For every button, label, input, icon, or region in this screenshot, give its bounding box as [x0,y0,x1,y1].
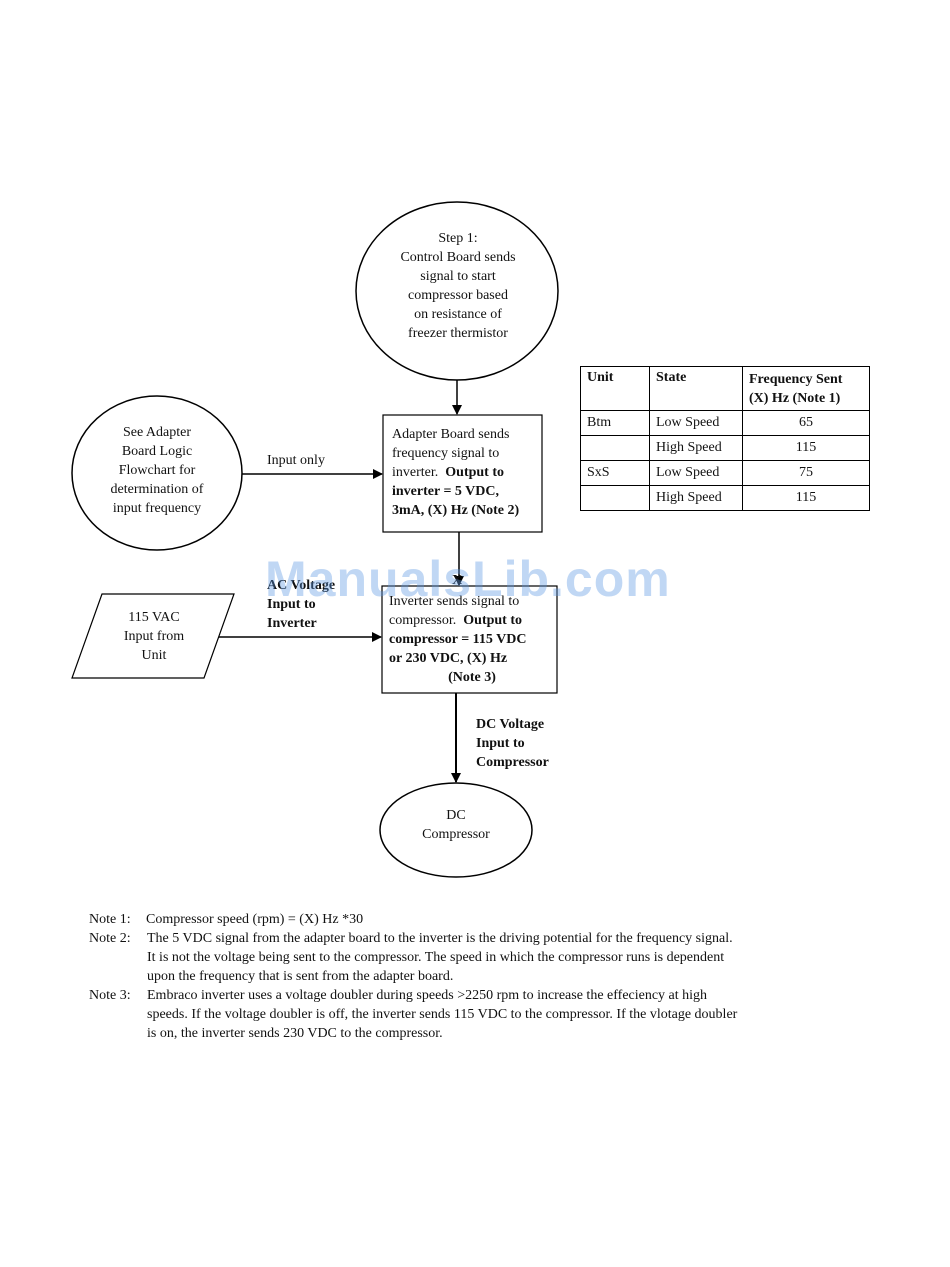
table-row: High Speed 115 [580,485,870,511]
edge-label-input-only: Input only [267,453,325,468]
note-line: The 5 VDC signal from the adapter board … [147,931,733,946]
watermark[interactable]: ManualsLib.com [265,551,671,607]
note-line: is on, the inverter sends 230 VDC to the… [147,1026,443,1041]
adapter-board-text: Adapter Board sends frequency signal to … [392,427,520,518]
edge-label-dc-voltage: DC Voltage Input to Compressor [476,717,549,770]
note-3: Note 3: Embraco inverter uses a voltage … [89,986,737,1043]
notes-section: Note 1: Compressor speed (rpm) = (X) Hz … [89,910,737,1043]
cell-state: High Speed [649,485,743,511]
cell-unit: Btm [580,410,650,436]
frequency-table: Unit State Frequency Sent (X) Hz (Note 1… [580,366,870,511]
cell-state: High Speed [649,435,743,461]
note-line: Embraco inverter uses a voltage doubler … [147,988,708,1003]
note-label: Note 1: [89,912,131,927]
note-2: Note 2: The 5 VDC signal from the adapte… [89,929,737,986]
header-frequency: Frequency Sent (X) Hz (Note 1) [742,366,870,411]
note-label: Note 2: [89,931,131,946]
cell-unit [580,435,650,461]
input-115-text: 115 VAC Input from Unit [123,610,185,663]
cell-frequency: 115 [742,485,870,511]
step1-text: Step 1: Control Board sends signal to st… [400,231,516,341]
note-line: upon the frequency that is sent from the… [147,969,454,984]
note-line: It is not the voltage being sent to the … [147,950,725,965]
table-row: SxS Low Speed 75 [580,460,870,486]
adapter-logic-text: See Adapter Board Logic Flowchart for de… [110,425,204,516]
input-115-parallelogram [71,593,235,679]
inverter-box [381,585,558,694]
edge-label-x: X [452,573,463,588]
note-line: speeds. If the voltage doubler is off, t… [147,1007,738,1022]
cell-frequency: 75 [742,460,870,486]
compressor-text: DC Compressor [422,808,490,842]
table-row: Btm Low Speed 65 [580,410,870,436]
cell-frequency: 65 [742,410,870,436]
cell-unit [580,485,650,511]
edge-label-ac-voltage: AC Voltage Input to Inverter [267,578,336,631]
cell-state: Low Speed [649,460,743,486]
note-1: Note 1: Compressor speed (rpm) = (X) Hz … [89,910,737,929]
header-unit: Unit [580,366,650,411]
table-row: High Speed 115 [580,435,870,461]
table-header-row: Unit State Frequency Sent (X) Hz (Note 1… [580,366,870,411]
adapter-board-box [382,414,543,533]
cell-frequency: 115 [742,435,870,461]
inverter-text: Inverter sends signal to compressor. Out… [389,594,527,685]
note-label: Note 3: [89,988,131,1003]
adapter-logic-circle [71,395,243,551]
header-state: State [649,366,743,411]
cell-state: Low Speed [649,410,743,436]
note-line: Compressor speed (rpm) = (X) Hz *30 [146,912,364,927]
cell-unit: SxS [580,460,650,486]
compressor-ellipse [379,782,533,878]
